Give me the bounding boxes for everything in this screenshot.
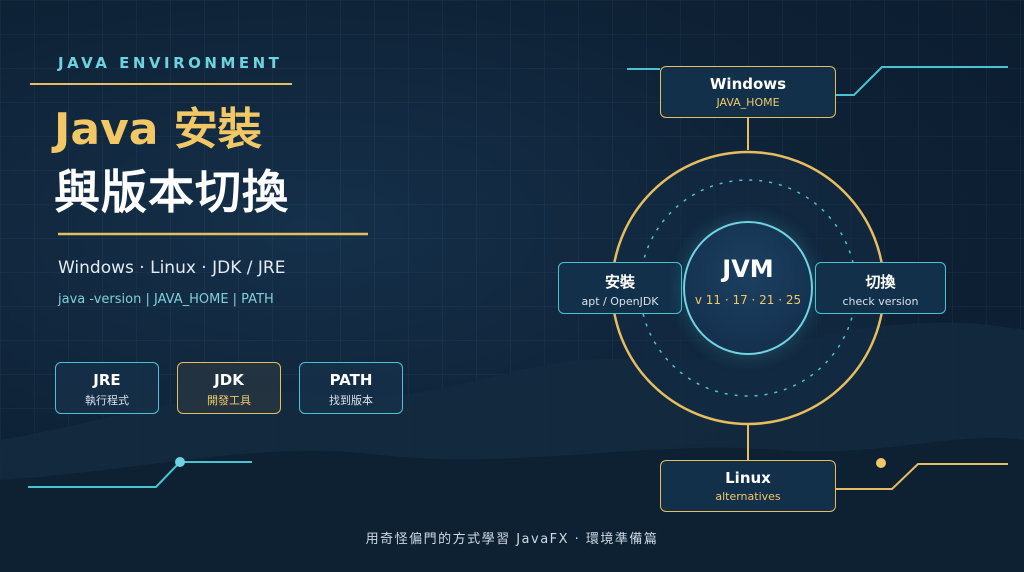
node-windows-sub: JAVA_HOME <box>716 96 780 109</box>
node-windows: Windows JAVA_HOME <box>660 66 836 118</box>
circuit-bottom-right <box>836 463 1008 490</box>
chip-jre-title: JRE <box>93 371 121 389</box>
circuit-top-right <box>836 66 1008 96</box>
title-line-2: 與版本切換 <box>54 165 289 219</box>
circuit-left-dot <box>175 457 185 467</box>
subtitle: Windows · Linux · JDK / JRE <box>58 258 286 278</box>
jvm-title: JVM <box>722 255 774 283</box>
node-linux-title: Linux <box>725 469 771 487</box>
node-install-title: 安裝 <box>604 273 635 291</box>
node-linux: Linux alternatives <box>660 460 836 512</box>
node-switch-sub: check version <box>842 295 919 308</box>
circuit-left <box>28 461 252 488</box>
chip-jre-sub: 執行程式 <box>85 394 129 407</box>
jvm-versions: v 11 · 17 · 21 · 25 <box>694 293 802 307</box>
node-linux-sub: alternatives <box>715 490 781 503</box>
title-line-1: Java 安裝 <box>54 104 262 155</box>
eyebrow-label: JAVA ENVIRONMENT <box>58 54 283 72</box>
chip-jre: JRE 執行程式 <box>55 362 159 414</box>
chip-jdk-sub: 開發工具 <box>207 394 251 407</box>
chip-jdk-title: JDK <box>214 371 244 389</box>
circuit-bottom-dot <box>876 458 886 468</box>
keywords-line: java -version | JAVA_HOME | PATH <box>58 292 274 307</box>
footer-caption: 用奇怪偏門的方式學習 JavaFX · 環境準備篇 <box>365 532 659 547</box>
node-windows-title: Windows <box>709 75 787 93</box>
chip-path: PATH 找到版本 <box>299 362 403 414</box>
chip-jdk: JDK 開發工具 <box>177 362 281 414</box>
chip-path-sub: 找到版本 <box>329 394 373 407</box>
node-install-sub: apt / OpenJDK <box>581 295 659 308</box>
node-switch-title: 切換 <box>865 273 896 291</box>
node-install: 安裝 apt / OpenJDK <box>558 262 682 314</box>
node-switch: 切換 check version <box>815 262 946 314</box>
jvm-core: JVM v 11 · 17 · 21 · 25 <box>683 221 813 355</box>
chip-path-title: PATH <box>329 371 373 389</box>
